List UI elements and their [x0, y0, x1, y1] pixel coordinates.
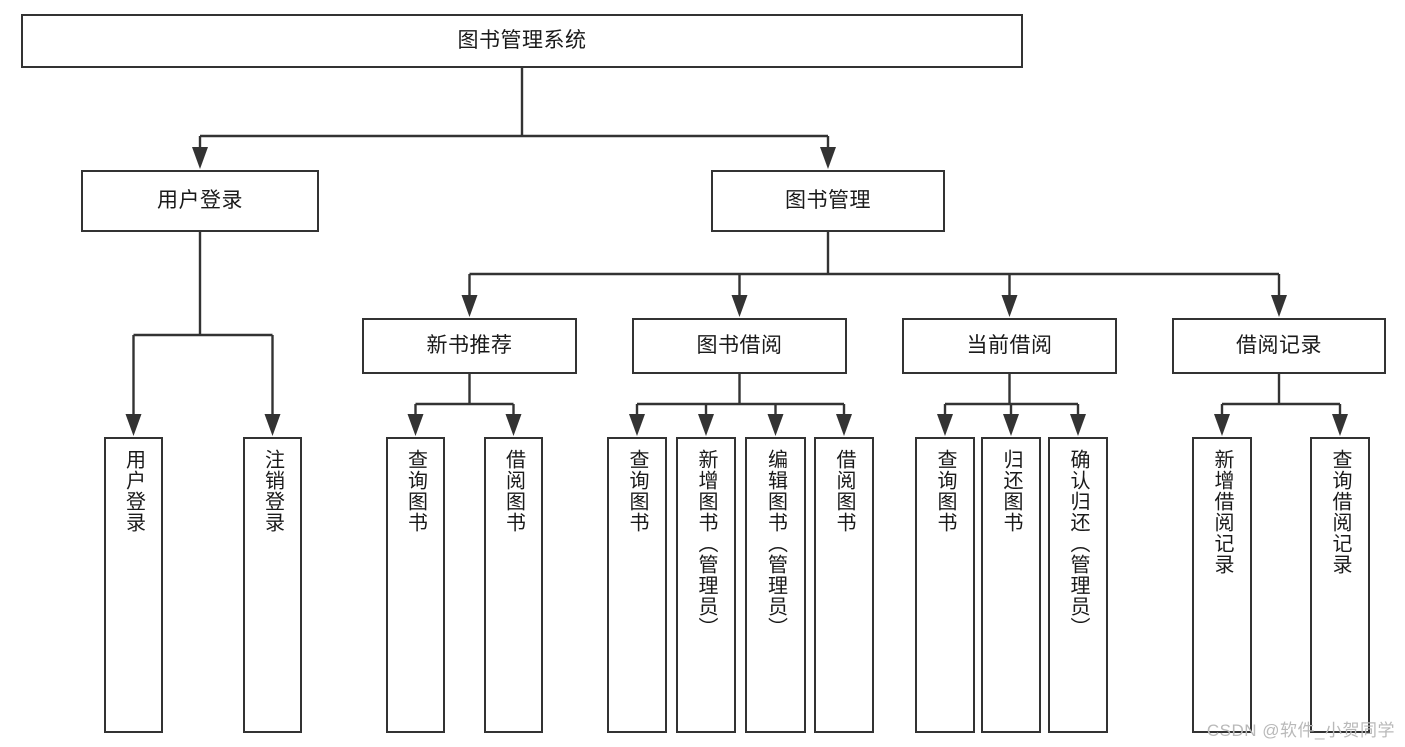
node-leaf-confirm[interactable]: 确认归还（管理员） — [1048, 437, 1108, 733]
node-leaf-edit[interactable]: 编辑图书（管理员） — [745, 437, 806, 733]
node-label: 注销登录 — [261, 449, 284, 533]
node-leaf-b1[interactable]: 借阅图书 — [484, 437, 543, 733]
edge-arrowhead — [407, 414, 424, 436]
node-leaf-logout[interactable]: 注销登录 — [243, 437, 302, 733]
edge-arrowhead — [836, 414, 852, 436]
edge-arrowhead — [505, 414, 522, 436]
node-label: 归还图书 — [1000, 449, 1022, 533]
node-login[interactable]: 用户登录 — [81, 170, 319, 232]
edge-arrowhead — [698, 414, 714, 436]
node-root[interactable]: 图书管理系统 — [21, 14, 1023, 68]
node-label: 新增借阅记录 — [1211, 449, 1233, 575]
node-records[interactable]: 借阅记录 — [1172, 318, 1386, 374]
edge-arrowhead — [1214, 414, 1230, 436]
node-newbook[interactable]: 新书推荐 — [362, 318, 577, 374]
node-label: 查询图书 — [626, 449, 648, 533]
edge-arrowhead — [1332, 414, 1348, 436]
edge-arrowhead — [1001, 295, 1018, 317]
node-leaf-q3[interactable]: 查询图书 — [915, 437, 975, 733]
node-current[interactable]: 当前借阅 — [902, 318, 1117, 374]
edge-arrowhead — [1271, 295, 1287, 317]
node-label: 借阅记录 — [1236, 333, 1322, 357]
edge-arrowhead — [629, 414, 645, 436]
node-leaf-q2[interactable]: 查询图书 — [607, 437, 667, 733]
node-leaf-return[interactable]: 归还图书 — [981, 437, 1041, 733]
node-label: 新书推荐 — [426, 333, 513, 357]
watermark: CSDN @软件_小贺同学 — [1206, 721, 1395, 740]
node-borrow[interactable]: 图书借阅 — [632, 318, 847, 374]
node-label: 当前借阅 — [966, 333, 1053, 357]
node-bookmgmt[interactable]: 图书管理 — [711, 170, 945, 232]
node-label: 查询图书 — [934, 449, 956, 533]
node-label: 新增图书（管理员） — [695, 449, 717, 638]
node-label: 图书管理 — [785, 188, 871, 212]
node-label: 图书借阅 — [696, 333, 783, 357]
node-label: 用户登录 — [157, 188, 243, 212]
edge-arrowhead — [767, 414, 784, 436]
node-label: 借阅图书 — [833, 449, 855, 533]
edge-arrowhead — [1070, 414, 1086, 436]
node-label: 确认归还（管理员） — [1067, 449, 1089, 638]
node-label: 查询借阅记录 — [1329, 449, 1351, 575]
node-leaf-b2[interactable]: 借阅图书 — [814, 437, 874, 733]
edge-arrowhead — [461, 295, 478, 317]
edge-arrowhead — [125, 414, 142, 436]
node-leaf-login[interactable]: 用户登录 — [104, 437, 163, 733]
edge-arrowhead — [1003, 414, 1019, 436]
node-leaf-addrec[interactable]: 新增借阅记录 — [1192, 437, 1252, 733]
node-leaf-add[interactable]: 新增图书（管理员） — [676, 437, 736, 733]
node-label: 查询图书 — [404, 449, 427, 533]
edge-arrowhead — [937, 414, 953, 436]
edge-arrowhead — [731, 295, 748, 317]
edge-arrowhead — [820, 147, 836, 169]
edge-arrowhead — [192, 147, 208, 169]
node-label: 用户登录 — [122, 449, 145, 533]
node-leaf-qrec[interactable]: 查询借阅记录 — [1310, 437, 1370, 733]
edge-arrowhead — [264, 414, 281, 436]
node-label: 编辑图书（管理员） — [764, 449, 787, 638]
node-label: 借阅图书 — [502, 449, 525, 533]
node-label: 图书管理系统 — [457, 28, 587, 52]
node-leaf-q1[interactable]: 查询图书 — [386, 437, 445, 733]
